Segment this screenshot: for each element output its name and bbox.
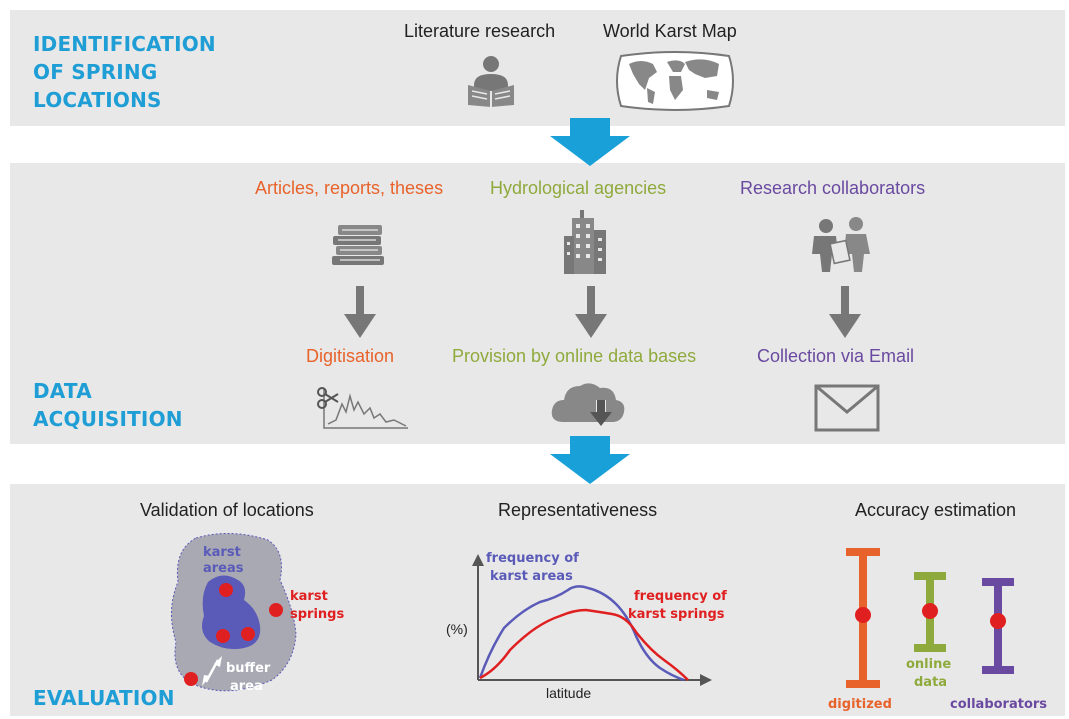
digitized-label: digitized bbox=[828, 697, 892, 712]
evaluation-title: EVALUATION bbox=[33, 686, 175, 710]
karst-areas-curve bbox=[478, 585, 685, 682]
world-map-icon bbox=[616, 51, 734, 111]
identification-title: IDENTIFICATION OF SPRING LOCATIONS bbox=[33, 32, 216, 112]
representativeness-chart: frequency of karst areas frequency of ka… bbox=[446, 551, 727, 701]
x-axis-label: latitude bbox=[546, 685, 591, 701]
freq-springs-label-1: frequency of bbox=[634, 589, 727, 604]
acquisition-panel bbox=[10, 163, 1065, 444]
collaborators-dot bbox=[990, 613, 1006, 629]
map-label: World Karst Map bbox=[603, 21, 737, 41]
method-email-label: Collection via Email bbox=[757, 346, 915, 366]
buffer-label-2: area bbox=[230, 679, 263, 694]
books-icon bbox=[332, 225, 384, 265]
method-provision-label: Provision by online data bases bbox=[452, 346, 697, 366]
spring-dot bbox=[184, 672, 198, 686]
freq-areas-label-1: frequency of bbox=[486, 551, 579, 566]
people-icon bbox=[812, 217, 870, 272]
source-articles-label: Articles, reports, theses bbox=[255, 178, 444, 198]
online-label-2: data bbox=[914, 675, 947, 690]
freq-areas-label-2: karst areas bbox=[490, 569, 573, 584]
buffer-label-1: buffer bbox=[226, 661, 271, 676]
online-dot bbox=[922, 603, 938, 619]
building-icon bbox=[564, 210, 606, 274]
digitized-dot bbox=[855, 607, 871, 623]
karst-springs-label-2: springs bbox=[290, 607, 344, 622]
literature-label: Literature research bbox=[404, 21, 556, 41]
method-digitisation-label: Digitisation bbox=[306, 346, 395, 366]
online-label-1: online bbox=[906, 657, 951, 672]
scissors-chart-icon bbox=[317, 387, 408, 429]
karst-springs-curve bbox=[479, 608, 689, 681]
validation-diagram: karst areas karst springs buffer area bbox=[171, 532, 344, 694]
gray-arrow-3 bbox=[829, 286, 861, 338]
accuracy-title: Accuracy estimation bbox=[855, 500, 1017, 520]
karst-springs-label-1: karst bbox=[290, 589, 328, 604]
y-axis-label: (%) bbox=[446, 621, 468, 637]
identification-panel bbox=[10, 10, 1065, 126]
karst-areas-label-1: karst bbox=[203, 545, 241, 560]
spring-dot bbox=[219, 583, 233, 597]
flow-arrow-2 bbox=[550, 436, 630, 484]
spring-dot bbox=[241, 627, 255, 641]
freq-springs-label-2: karst springs bbox=[628, 607, 725, 622]
gray-arrow-1 bbox=[344, 286, 376, 338]
representativeness-title: Representativeness bbox=[498, 500, 658, 520]
cloud-download-icon bbox=[551, 383, 625, 426]
validation-title: Validation of locations bbox=[140, 500, 314, 520]
acquisition-title: DATA ACQUISITION bbox=[33, 379, 183, 431]
accuracy-diagram: digitized online data collaborators bbox=[828, 548, 1047, 712]
spring-dot bbox=[269, 603, 283, 617]
karst-areas-label-2: areas bbox=[203, 561, 244, 576]
flow-arrow-1 bbox=[550, 118, 630, 166]
gray-arrow-2 bbox=[575, 286, 607, 338]
source-collaborators-label: Research collaborators bbox=[740, 178, 926, 198]
envelope-icon bbox=[814, 384, 880, 432]
spring-dot bbox=[216, 629, 230, 643]
collaborators-label: collaborators bbox=[950, 697, 1047, 712]
reader-icon bbox=[468, 56, 514, 107]
source-agencies-label: Hydrological agencies bbox=[490, 178, 667, 198]
